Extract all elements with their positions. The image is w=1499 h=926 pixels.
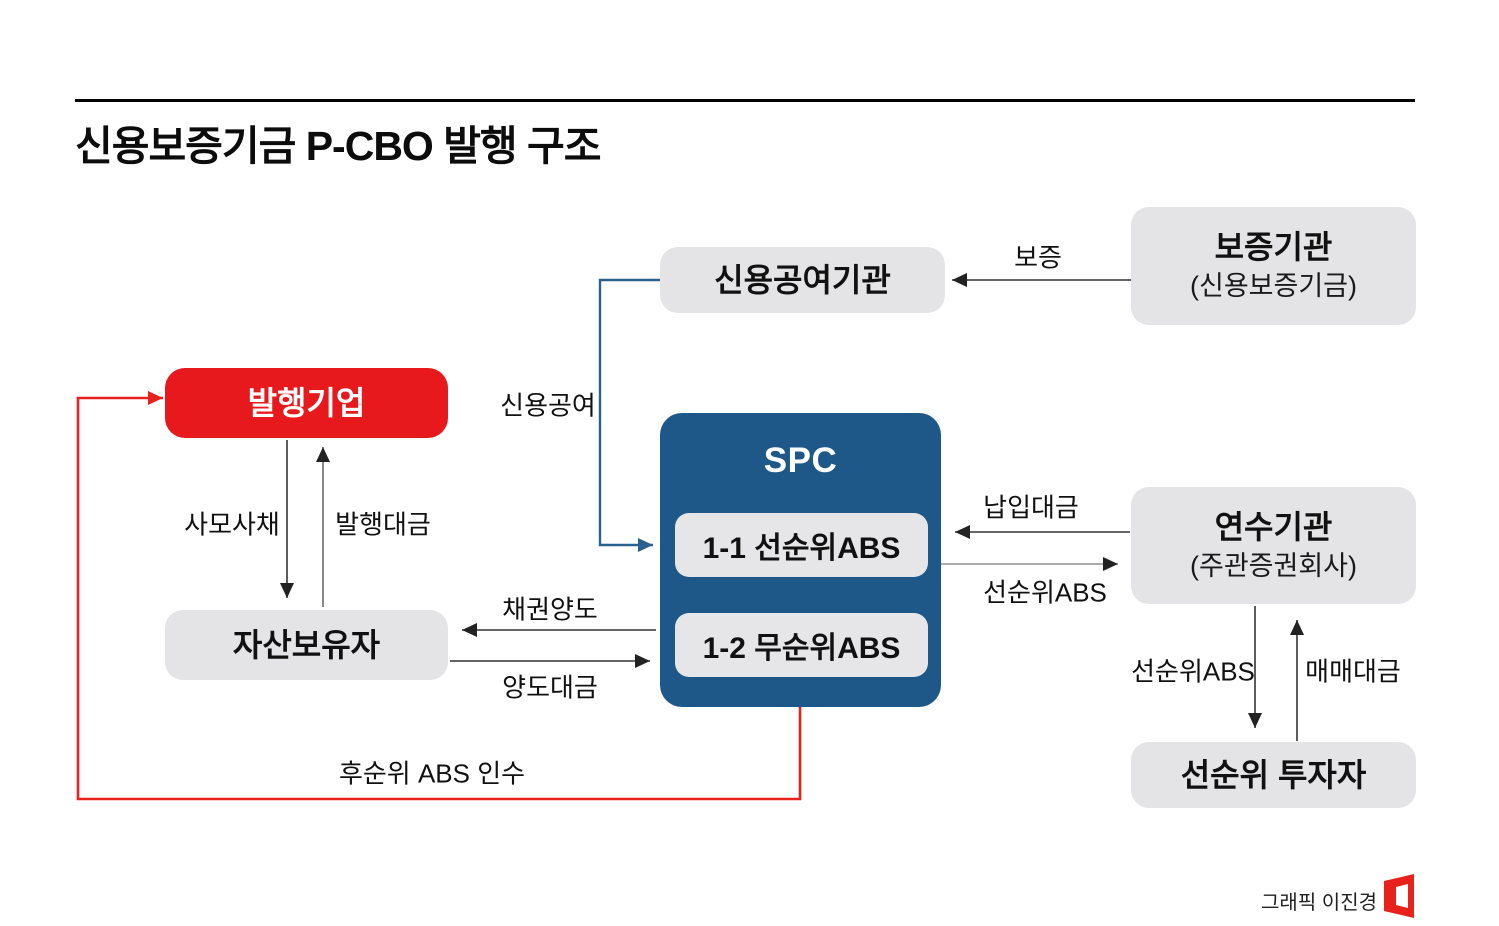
node-issuer-label: 발행기업 <box>247 384 366 421</box>
edge-label-subordinated-abs: 후순위 ABS 인수 <box>338 758 526 789</box>
node-guarantor-label: 보증기관 <box>1214 229 1333 266</box>
node-spc: SPC 1-1 선순위ABS 1-2 무순위ABS <box>660 413 941 707</box>
edge-label-senior-abs-to-investor: 선순위ABS <box>1131 656 1255 687</box>
edge-label-private-bond: 사모사채 <box>184 509 280 540</box>
node-underwriter: 연수기관 (주관증권회사) <box>1131 487 1416 604</box>
node-asset-holder: 자산보유자 <box>165 610 448 680</box>
title-rule <box>75 99 1415 102</box>
edge-label-transfer-price: 양도대금 <box>502 672 598 703</box>
edge-label-issue-proceeds: 발행대금 <box>335 509 431 540</box>
node-spc-label: SPC <box>763 441 838 480</box>
graphic-credit: 그래픽 이진경 <box>1261 892 1377 914</box>
edge-label-payment: 납입대금 <box>983 492 1079 523</box>
edge-label-trade-price: 매매대금 <box>1305 656 1401 687</box>
edge-label-bond-transfer: 채권양도 <box>502 594 598 625</box>
node-issuer: 발행기업 <box>165 368 448 438</box>
node-underwriter-sublabel: (주관증권회사) <box>1189 550 1358 581</box>
node-asset-holder-label: 자산보유자 <box>232 626 381 663</box>
node-spc-tranche-senior: 1-1 선순위ABS <box>675 513 928 577</box>
page-title: 신용보증기금 P-CBO 발행 구조 <box>75 123 601 169</box>
node-guarantor: 보증기관 (신용보증기금) <box>1131 207 1416 325</box>
edge-label-guarantee: 보증 <box>1014 242 1062 273</box>
arrow-credit-facility <box>598 278 660 552</box>
node-senior-investor-label: 선순위 투자자 <box>1180 756 1367 793</box>
node-credit-provider: 신용공여기관 <box>660 247 945 313</box>
node-spc-tranche-junior: 1-2 무순위ABS <box>675 613 928 677</box>
edge-label-senior-abs-to-underwriter: 선순위ABS <box>983 577 1107 608</box>
publisher-logo-icon <box>1384 874 1414 918</box>
node-underwriter-label: 연수기관 <box>1214 508 1333 545</box>
edge-label-credit-facility: 신용공여 <box>500 390 596 421</box>
node-credit-provider-label: 신용공여기관 <box>714 261 891 298</box>
node-guarantor-sublabel: (신용보증기금) <box>1189 271 1358 302</box>
node-senior-investor: 선순위 투자자 <box>1131 742 1416 808</box>
